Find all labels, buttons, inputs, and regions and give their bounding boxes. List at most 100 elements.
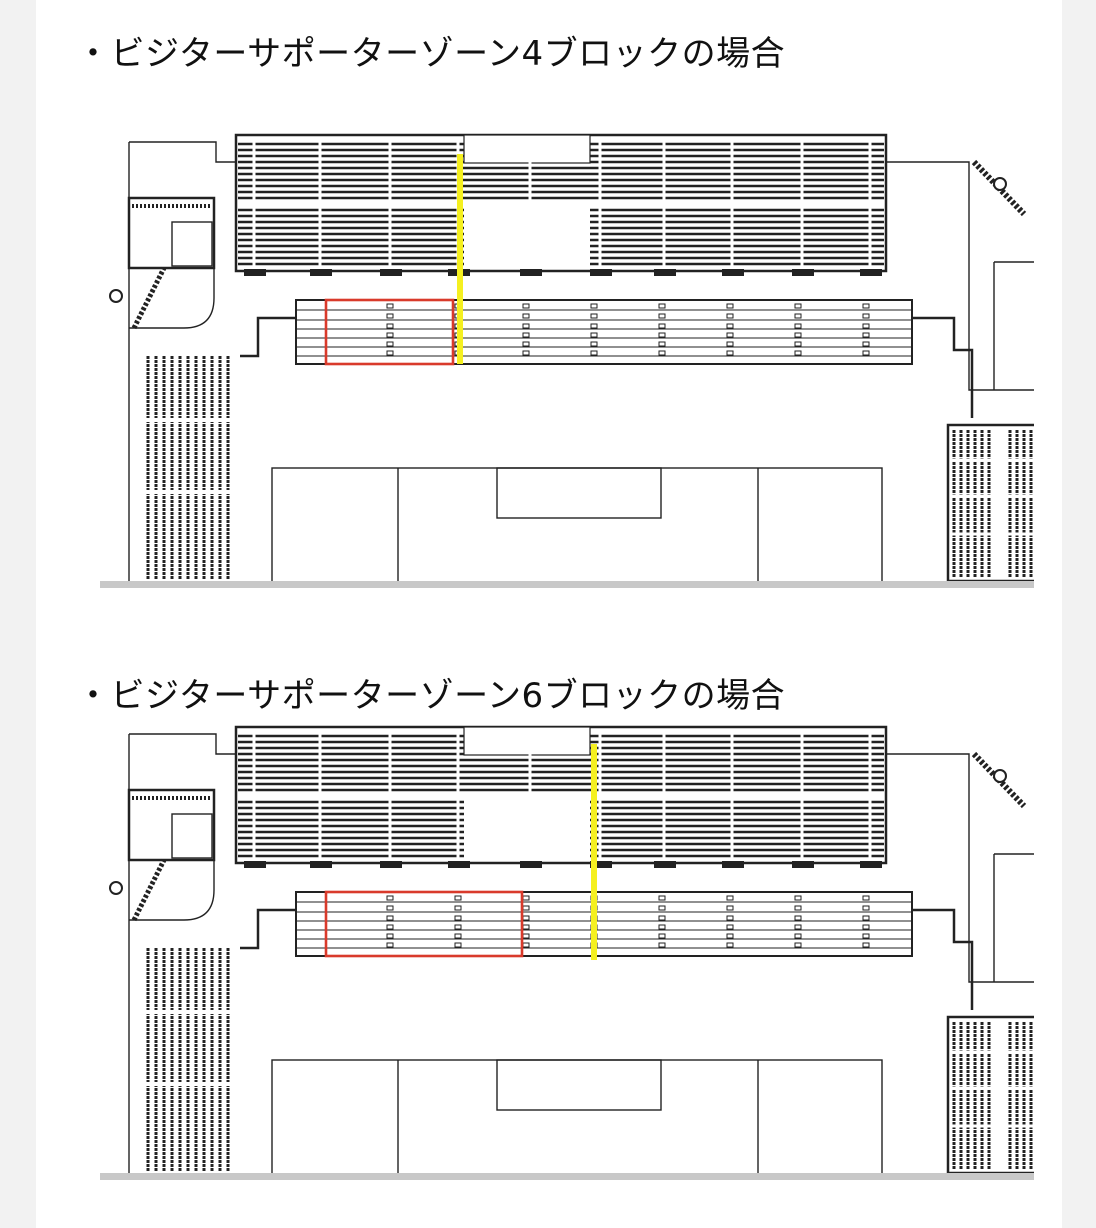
stadium-diagram-6-blocks bbox=[64, 720, 1034, 1180]
aisle-step bbox=[386, 313, 394, 319]
aisle-step bbox=[862, 895, 870, 901]
right-end-stand bbox=[946, 423, 1034, 583]
aisle-step bbox=[726, 303, 734, 309]
aisle-step bbox=[726, 924, 734, 930]
building-edge bbox=[886, 753, 1034, 983]
aisle-step bbox=[386, 332, 394, 338]
stairway bbox=[860, 269, 882, 276]
aisle-step bbox=[386, 942, 394, 948]
aisle-step bbox=[590, 323, 598, 329]
aisle-step bbox=[522, 895, 530, 901]
aisle-step bbox=[454, 895, 462, 901]
stairway bbox=[722, 861, 744, 868]
aisle-step bbox=[454, 905, 462, 911]
aisle-step bbox=[862, 323, 870, 329]
aisle-step bbox=[794, 341, 802, 347]
aisle-step bbox=[590, 341, 598, 347]
right-building bbox=[886, 159, 1034, 391]
corner-ramp bbox=[131, 266, 167, 330]
aisle-step bbox=[386, 905, 394, 911]
right-building bbox=[886, 751, 1034, 983]
pitch-outline bbox=[271, 467, 883, 588]
aisle-step bbox=[454, 924, 462, 930]
stairway bbox=[792, 861, 814, 868]
aisle-step bbox=[454, 942, 462, 948]
aisle-step bbox=[522, 905, 530, 911]
aisle-step bbox=[590, 350, 598, 356]
building-edge bbox=[129, 141, 236, 163]
aisle-step bbox=[726, 323, 734, 329]
aisle-step bbox=[658, 915, 666, 921]
service-building bbox=[127, 196, 216, 270]
main-stand bbox=[234, 725, 888, 868]
right-end-stand bbox=[946, 1015, 1034, 1175]
stairway bbox=[310, 861, 332, 868]
aisle-step bbox=[590, 332, 598, 338]
lower-stand-outline bbox=[295, 299, 913, 365]
floor-band bbox=[100, 581, 1034, 588]
aisle-step bbox=[454, 933, 462, 939]
aisle-step bbox=[794, 933, 802, 939]
stairway bbox=[654, 861, 676, 868]
page-content: ・ビジターサポーターゾーン4ブロックの場合 ・ビジターサポーターゾーン6ブロック… bbox=[36, 0, 1062, 1228]
aisle-step bbox=[726, 915, 734, 921]
aisle-step bbox=[794, 924, 802, 930]
aisle-step bbox=[590, 313, 598, 319]
camera-icon bbox=[993, 177, 1007, 191]
stairway bbox=[244, 269, 266, 276]
section-heading-6-blocks: ・ビジターサポーターゾーン6ブロックの場合 bbox=[76, 676, 786, 716]
aisle-step bbox=[862, 942, 870, 948]
aisle-step bbox=[658, 933, 666, 939]
lower-stand bbox=[240, 299, 974, 418]
left-end-stand bbox=[144, 356, 232, 580]
aisle-step bbox=[522, 942, 530, 948]
right-walkway bbox=[912, 908, 974, 1010]
stairway bbox=[860, 861, 882, 868]
aisle-step bbox=[794, 942, 802, 948]
aisle-step bbox=[794, 905, 802, 911]
aisle-step bbox=[726, 895, 734, 901]
aisle-step bbox=[386, 350, 394, 356]
aisle-step bbox=[522, 915, 530, 921]
aisle-step bbox=[386, 933, 394, 939]
aisle-step bbox=[386, 323, 394, 329]
corner-curve bbox=[129, 268, 215, 329]
press-box bbox=[463, 134, 591, 164]
stairway bbox=[590, 269, 612, 276]
aisle-step bbox=[658, 924, 666, 930]
lower-stand-outline bbox=[295, 891, 913, 957]
aisle-step bbox=[522, 303, 530, 309]
aisle-step bbox=[522, 313, 530, 319]
aisle-step bbox=[658, 942, 666, 948]
main-stand bbox=[234, 133, 888, 276]
press-box bbox=[463, 726, 591, 756]
stairway bbox=[520, 861, 542, 868]
stadium-map bbox=[100, 725, 1034, 1180]
aisle-step bbox=[862, 341, 870, 347]
goal-area bbox=[496, 1059, 662, 1111]
service-room bbox=[171, 221, 213, 267]
visitor-zone-outline bbox=[324, 890, 524, 958]
camera-icon bbox=[993, 769, 1007, 783]
lower-stand bbox=[240, 891, 974, 1010]
aisle-step bbox=[726, 350, 734, 356]
aisle-step bbox=[726, 942, 734, 948]
aisle-step bbox=[658, 895, 666, 901]
aisle-step bbox=[658, 313, 666, 319]
stairway bbox=[244, 861, 266, 868]
stadium-diagram-4-blocks bbox=[64, 128, 1034, 588]
aisle-step bbox=[726, 933, 734, 939]
aisle-step bbox=[658, 341, 666, 347]
right-walkway bbox=[912, 316, 974, 418]
pitch bbox=[271, 467, 883, 588]
aisle-step bbox=[386, 341, 394, 347]
stairway bbox=[590, 861, 612, 868]
aisle-step bbox=[726, 905, 734, 911]
left-walkway bbox=[240, 316, 296, 358]
corner-curve bbox=[129, 860, 215, 921]
aisle-step bbox=[862, 350, 870, 356]
aisle-step bbox=[658, 303, 666, 309]
stadium-map bbox=[100, 133, 1034, 588]
pitch bbox=[271, 1059, 883, 1180]
aisle-step bbox=[386, 924, 394, 930]
